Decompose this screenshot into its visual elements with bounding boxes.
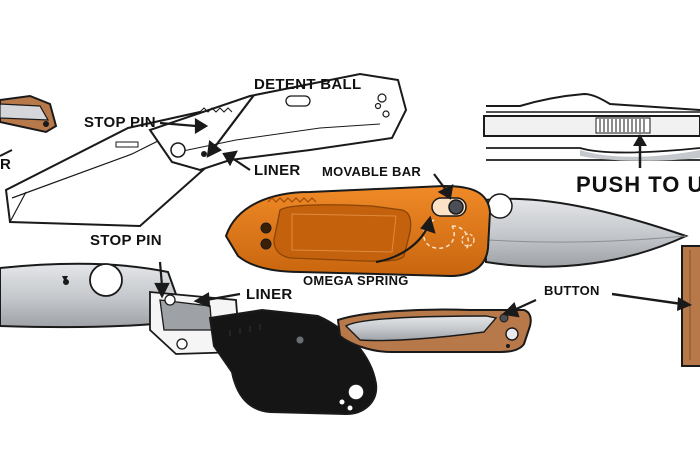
ridged-button [595, 117, 651, 134]
label-liner-top: LINER [254, 162, 301, 179]
label-push-to-unlock: PUSH TO U [576, 172, 700, 197]
arrows-top-left [159, 94, 255, 171]
push-to-unlock-diagram [483, 92, 700, 168]
label-detent-ball: DETENT BALL [254, 76, 362, 93]
orange-knife [224, 184, 689, 278]
label-movable-bar: MOVABLE BAR [322, 164, 422, 179]
label-stop-pin-top: STOP PIN [84, 114, 156, 131]
arrows-bottom-left [154, 261, 241, 308]
liner-lock-knife-black [0, 262, 378, 416]
label-stop-pin-bottom: STOP PIN [90, 232, 162, 249]
arrow-button [501, 298, 537, 318]
partial-knife-bottom-right [611, 245, 700, 367]
partial-knife-top-left [0, 94, 58, 157]
partial-label-left: R [0, 156, 12, 173]
arrows-center [375, 173, 454, 264]
label-omega-spring: OMEGA SPRING [303, 273, 409, 288]
label-liner-bottom: LINER [246, 286, 293, 303]
button-lock-knife [336, 308, 532, 353]
label-button: BUTTON [544, 283, 600, 298]
